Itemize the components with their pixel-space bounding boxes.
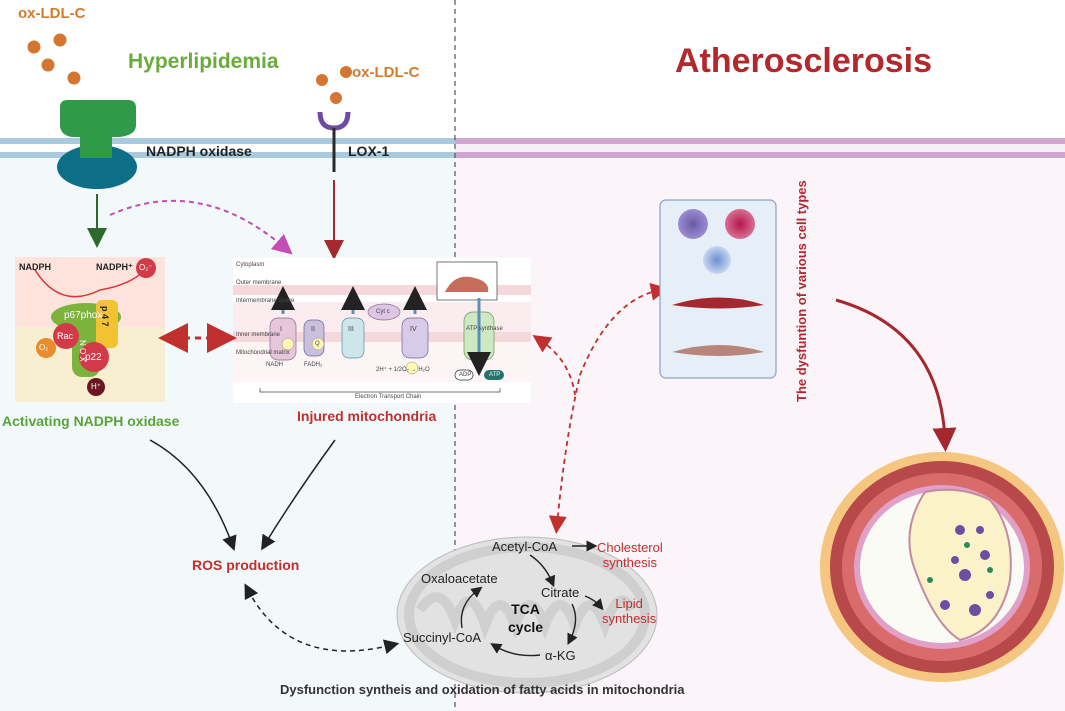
nadph-oxidase-receptor (57, 100, 137, 189)
arrow-nadph-to-mito (109, 199, 293, 255)
o2-minus-text: O₂⁻ (139, 263, 153, 272)
etc-cytoplasm: Cytoplasm (236, 262, 265, 268)
nadph-text: NADPH (19, 262, 52, 272)
ros-label: ROS production (192, 557, 300, 573)
membrane-right (455, 138, 1065, 158)
cholesterol-synthesis-label: Cholesterol synthesis (597, 540, 663, 570)
nadph-plus-text: NADPH⁺ (96, 262, 133, 272)
nox-text: N O X (78, 340, 87, 362)
oxldl-particles-1 (27, 33, 81, 85)
arrow-cells-to-tca (548, 282, 669, 534)
etc-complex-4: IV (410, 326, 417, 333)
etc-fadh: FADH₂ (304, 362, 323, 368)
cell-types-label: The dysfuntion of various cell types (794, 180, 809, 402)
oxldl-particles-2 (316, 66, 352, 104)
etc-reaction: 2H⁺ + 1/2O₂ → H₂O (376, 367, 430, 373)
etc-cytc: Cyt c (376, 309, 390, 315)
acetyl-coa-label: Acetyl-CoA (492, 539, 558, 554)
etc-matrix: Mitochondrial matrix (236, 350, 290, 356)
etc-nadh: NADH (266, 362, 284, 368)
mitochondrion-tca (396, 536, 658, 694)
cell-types-box (659, 199, 777, 379)
activating-nadph-label: Activating NADPH oxidase (2, 413, 180, 429)
p22-text: p22 (85, 352, 102, 363)
arrow-cells-to-artery (835, 298, 957, 452)
citrate-label: Citrate (541, 585, 580, 600)
etc-panel (233, 258, 531, 403)
artery-cross-section (820, 452, 1064, 682)
etc-q: Q (315, 341, 320, 347)
h-plus-text: H⁺ (91, 382, 101, 391)
arrow-mito-to-ros (261, 439, 336, 551)
rac-text: Rac (57, 331, 74, 341)
o2-text: O₂ (39, 343, 49, 352)
etc-complex-3: III (348, 326, 354, 333)
lipid-synthesis-label: Lipid synthesis (602, 596, 657, 626)
etc-outer-membrane: Outer membrane (236, 280, 282, 286)
etc-atp-synthase: ATP synthase (466, 326, 503, 332)
etc-adp: ADP (459, 372, 472, 378)
arrow-nadph-to-ros (149, 439, 237, 552)
etc-chain-label: Electron Transport Chain (355, 394, 422, 400)
succinyl-coa-label: Succinyl-CoA (403, 630, 482, 645)
etc-complex-2: II (311, 326, 315, 333)
injured-mito-label: Injured mitochondria (297, 408, 437, 424)
p47-text: p 4 7 (100, 306, 110, 327)
arrow-ros-tca (244, 583, 400, 655)
footer-caption: Dysfunction syntheis and oxidation of fa… (280, 682, 685, 697)
akg-label: α-KG (545, 648, 576, 663)
tca-cycle-label: TCA cycle (508, 601, 544, 635)
oxldl-label-1: ox-LDL-C (18, 5, 86, 22)
etc-intermembrane: Intermembrane space (236, 298, 295, 304)
membrane-left (0, 138, 455, 158)
hyperlipidemia-title: Hyperlipidemia (128, 50, 279, 73)
etc-inner-membrane: Inner membrane (236, 332, 281, 338)
atherosclerosis-title: Atherosclerosis (675, 42, 932, 80)
lox1-label: LOX-1 (348, 143, 390, 159)
nadph-oxidase-label: NADPH oxidase (146, 143, 252, 159)
nadph-complex-panel (15, 257, 165, 402)
etc-atp: ATP (489, 372, 501, 378)
etc-complex-1: I (280, 326, 282, 333)
oxldl-label-2: ox-LDL-C (352, 64, 420, 81)
tca-cycle-arrows (460, 540, 604, 657)
lox1-receptor (317, 111, 351, 172)
oxaloacetate-label: Oxaloacetate (421, 571, 498, 586)
p67phox-text: p67phox (64, 310, 103, 321)
left-panel-bg (0, 150, 455, 711)
